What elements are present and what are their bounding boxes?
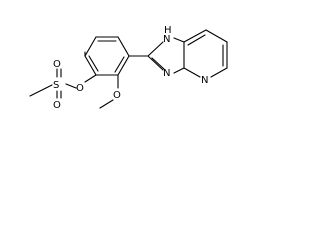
atom-label-ester-o: O [76,83,84,94]
structure-canvas: N H N N O O S O O [0,0,258,135]
bond-benzene-upper-right [117,36,130,57]
atom-label-sulfonyl-o-lower: O [53,100,61,111]
methoxy-group [99,74,119,109]
double-bond-benzene-right [114,56,125,73]
bond-benzene-lower-right [117,55,130,76]
bond-omethoxy-ch3 [99,99,114,109]
atom-label-sulfur: S [53,80,59,91]
imidazole-ring [147,37,185,74]
pyridine-ring [183,29,228,78]
double-bond-pyr-top [187,34,206,46]
bond-pyr-5 [183,67,201,78]
bond-pyr-1 [183,29,207,43]
mesylate-group [29,51,97,99]
atom-label-nh-n: N [163,34,170,45]
bond-c-oester [84,74,97,83]
atom-label-sulfonyl-o-upper: O [53,59,61,70]
bond-nh-c7a [173,37,185,43]
atom-label-imidazole-n: N [163,68,170,79]
bond-n3-c2 [147,55,164,71]
bond-pyr-4 [210,67,228,78]
bond-benzene-lower-left [84,55,97,76]
bond-oester-s [65,83,77,89]
atom-label-methoxy-o: O [113,90,121,101]
benzene-ring [84,36,130,76]
bond-pyr-2 [205,29,228,43]
atom-label-nh-h: H [164,25,172,36]
bond-s-ch3 [29,84,53,97]
double-bond-benzene-left [88,55,99,72]
atom-label-pyridine-n: N [201,75,208,86]
bond-c2-nh [147,41,164,57]
bond-benzene-upper-left [84,36,97,57]
double-bond-c2-n3 [151,57,165,70]
bond-c3a-n3 [173,67,185,74]
molecule-diagram: N H N N O O S O O [29,25,228,111]
